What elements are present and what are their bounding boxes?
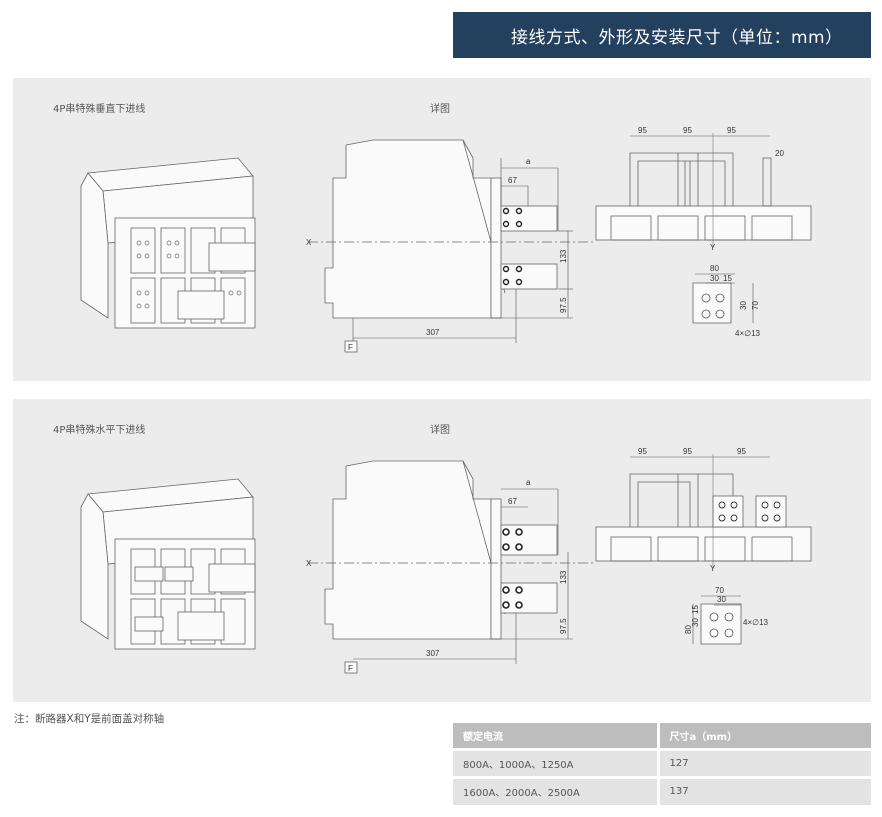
axis-y-label: Y: [710, 564, 716, 573]
section-header: 接线方式、外形及安装尺寸（单位：mm）: [453, 12, 871, 58]
cell-dimension-a: 127: [658, 747, 871, 777]
pitch-3-label: 95: [737, 447, 746, 456]
pitch-2-label: 95: [683, 447, 692, 456]
terminal-h30-label: 30: [739, 301, 748, 310]
header-rated-current: 额定电流: [453, 723, 660, 749]
dim-67-label: 67: [508, 497, 517, 506]
dim-307-label: 307: [426, 328, 440, 337]
terminal-d30-label: 30: [717, 595, 726, 604]
cell-dimension-a: 137: [658, 775, 871, 805]
top-view-drawing: 95 95 95 20 Y: [595, 126, 812, 252]
cell-rated-current: 800A、1000A、1250A: [453, 747, 660, 777]
terminal-d15-label: 15: [723, 274, 732, 283]
dim-97-5-label: 97.5: [559, 618, 568, 634]
side-view-drawing: X a 67 133 97.5 307 F: [306, 139, 593, 353]
detail-label: 详图: [430, 425, 450, 436]
terminal-holes-label: 4×∅13: [735, 329, 761, 338]
dim-133-label: 133: [559, 249, 568, 263]
terminal-h80-label: 80: [684, 625, 693, 634]
table-header-row: 额定电流 尺寸a（mm）: [453, 723, 871, 749]
axis-x-label: X: [306, 559, 312, 568]
side-view-drawing: X a 67 133 97.5 307 F: [306, 460, 593, 674]
dim-97-5-label: 97.5: [559, 297, 568, 313]
breaker-isometric-drawing: [80, 157, 256, 329]
detail-label: 详图: [430, 104, 450, 115]
terminal-detail-drawing: 70 30 15 30 80 4×∅13: [684, 586, 769, 645]
terminal-d30-label: 30: [710, 274, 719, 283]
top-view-drawing: 95 95 95 Y: [595, 447, 812, 573]
breaker-isometric-drawing: [80, 478, 256, 650]
datum-f-label: F: [348, 664, 353, 673]
dim-307-label: 307: [426, 649, 440, 658]
pitch-3-label: 95: [727, 126, 736, 135]
datum-f-label: F: [348, 343, 353, 352]
header-dimension-a: 尺寸a（mm）: [658, 723, 871, 749]
dim-67-label: 67: [508, 176, 517, 185]
axis-y-label: Y: [710, 243, 716, 252]
table-row: 800A、1000A、1250A 127: [453, 747, 871, 777]
terminal-detail-drawing: 80 30 15 30 70 4×∅13: [692, 264, 761, 338]
panel-title: 4P串特殊垂直下进线: [53, 104, 146, 115]
terminal-d15-label: 15: [691, 605, 700, 614]
dim-20-label: 20: [775, 149, 784, 158]
rated-current-table: 额定电流 尺寸a（mm） 800A、1000A、1250A 127 1600A、…: [453, 723, 871, 805]
pitch-2-label: 95: [683, 126, 692, 135]
terminal-h70-label: 70: [751, 301, 760, 310]
panel-horizontal-incoming: 4P串特殊水平下进线 详图 X a: [13, 399, 871, 702]
section-title: 接线方式、外形及安装尺寸（单位：mm）: [511, 27, 843, 48]
axis-x-label: X: [306, 238, 312, 247]
panel-vertical-incoming: 4P串特殊垂直下进线 详图: [13, 78, 871, 381]
pitch-1-label: 95: [638, 126, 647, 135]
terminal-h30-label: 30: [691, 618, 700, 627]
footnote: 注：断路器X和Y是前面盖对称轴: [14, 713, 165, 725]
panel-title: 4P串特殊水平下进线: [53, 425, 146, 436]
pitch-1-label: 95: [638, 447, 647, 456]
dim-a-label: a: [526, 157, 531, 166]
terminal-holes-label: 4×∅13: [743, 618, 769, 627]
cell-rated-current: 1600A、2000A、2500A: [453, 775, 660, 805]
terminal-width-label: 70: [715, 586, 724, 595]
terminal-width-label: 80: [710, 264, 719, 273]
table-row: 1600A、2000A、2500A 137: [453, 775, 871, 805]
dim-a-label: a: [526, 478, 531, 487]
dim-133-label: 133: [559, 570, 568, 584]
